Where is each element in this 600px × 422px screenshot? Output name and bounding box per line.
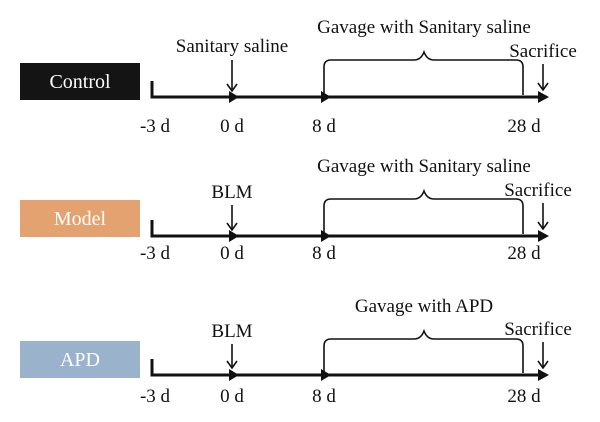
tick-label: 8 d [312,116,336,137]
panel-control: Control Sanitary saline Gavage with Sani… [20,17,577,137]
sacrifice-arrowhead [537,82,549,92]
axis-arrowhead-0d [229,230,239,242]
panel-model: Model BLM Gavage with Sanitary saline Sa… [20,156,572,264]
axis-arrowhead-8d [321,91,331,103]
axis-arrowhead-8d [321,230,331,242]
axis-arrowhead-end [538,369,549,381]
tick-label: 28 d [507,243,541,264]
group-label-model: Model [54,208,107,230]
group-box-apd [20,341,140,378]
gavage-brace [323,49,524,95]
group-label-apd: APD [60,349,100,371]
gavage-label: Gavage with Sanitary saline [317,156,531,177]
tick-label: 28 d [507,116,541,137]
tick-label: 28 d [507,386,541,407]
start-marker-label: Sanitary saline [176,36,288,57]
group-label-control: Control [49,71,111,93]
axis-arrowhead-0d [229,91,239,103]
start-marker-arrowhead [226,222,238,232]
start-marker-arrowhead [226,360,238,370]
sacrifice-arrowhead [537,360,549,370]
tick-label: -3 d [140,386,171,407]
tick-label: 8 d [312,386,336,407]
start-marker-arrowhead [226,83,238,93]
axis-arrowhead-end [538,91,549,103]
gavage-label: Gavage with Sanitary saline [317,17,531,38]
start-marker-label: BLM [211,321,252,342]
sacrifice-label: Sacrifice [504,180,572,201]
gavage-label: Gavage with APD [355,296,493,317]
tick-label: -3 d [140,243,171,264]
tick-label: -3 d [140,116,171,137]
panel-apd: APD BLM Gavage with APD Sacrifice -3 d 0… [20,296,572,407]
gavage-brace [323,188,524,234]
group-box-model [20,200,140,237]
axis-arrowhead-8d [321,369,331,381]
sacrifice-label: Sacrifice [509,41,577,62]
tick-label: 0 d [220,116,244,137]
tick-label: 8 d [312,243,336,264]
sacrifice-label: Sacrifice [504,319,572,340]
tick-label: 0 d [220,243,244,264]
axis-arrowhead-end [538,230,549,242]
axis-arrowhead-0d [229,369,239,381]
gavage-brace [323,328,524,373]
tick-label: 0 d [220,386,244,407]
sacrifice-arrowhead [537,221,549,231]
group-box-control [20,63,140,100]
start-marker-label: BLM [211,182,252,203]
